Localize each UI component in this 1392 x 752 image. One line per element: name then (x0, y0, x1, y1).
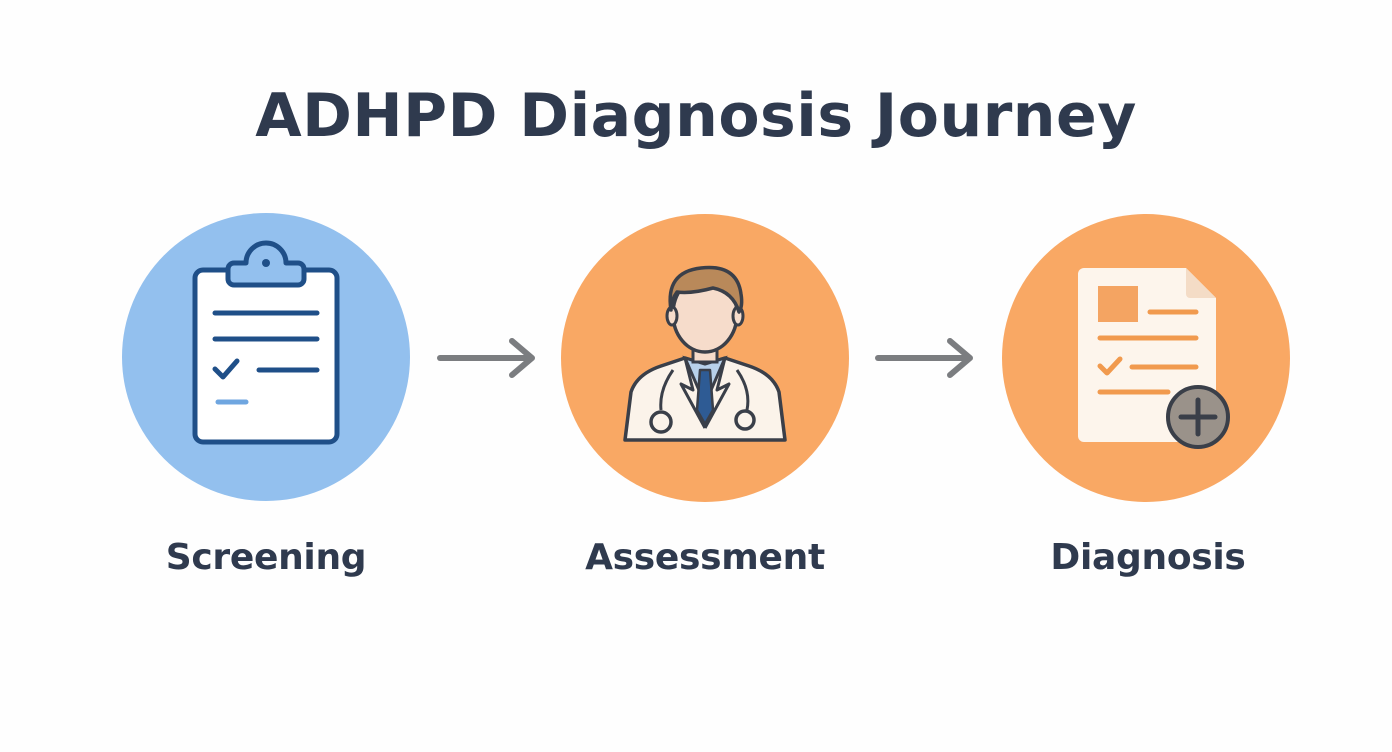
step-label-assessment: Assessment (585, 537, 825, 578)
medical-report-icon (1002, 214, 1290, 502)
diagnosis-step-circle (1002, 214, 1290, 502)
step-label-diagnosis: Diagnosis (1050, 537, 1246, 578)
screening-step-circle (122, 213, 410, 501)
arrow-right-icon (437, 338, 535, 378)
step-label-screening: Screening (165, 537, 367, 578)
assessment-step-circle (561, 214, 849, 502)
clipboard-checklist-icon (122, 213, 410, 501)
doctor-icon (561, 214, 849, 502)
diagram-title: ADHPD Diagnosis Journey (255, 81, 1137, 151)
arrow-right-icon (875, 338, 973, 378)
